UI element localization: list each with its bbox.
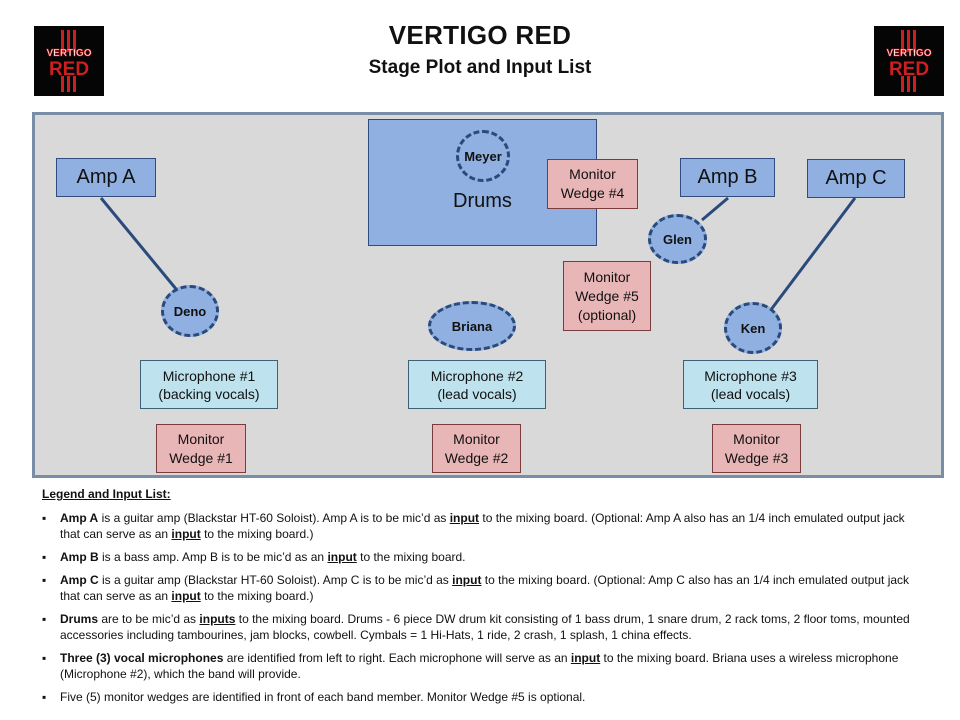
legend-text: to the mixing board. (Optional: Amp C al… [60, 573, 910, 603]
monitor-wedge-1: Monitor Wedge #1 [156, 424, 246, 473]
wedge-2-line1: Monitor [453, 430, 500, 447]
legend-item-vocal-mics: Three (3) vocal microphones are identifi… [42, 650, 922, 682]
ken-label: Ken [740, 320, 766, 336]
legend-text: to the mixing board. Briana uses a wirel… [60, 651, 899, 681]
microphone-3: Microphone #3 (lead vocals) [683, 360, 818, 409]
legend-input-list: Legend and Input List: Amp A is a guitar… [42, 486, 922, 712]
amp-c-label: Amp C [825, 167, 887, 189]
legend-term: Three (3) vocal microphones [60, 651, 224, 665]
legend-emphasis: input [570, 651, 601, 665]
band-logo-right: VERTIGO RED [874, 26, 944, 96]
wedge-5-line1: Monitor [583, 268, 631, 285]
cable-lines [99, 196, 857, 312]
legend-term: Amp A [60, 511, 99, 525]
glen-label: Glen [663, 231, 692, 247]
amp-a-label: Amp A [76, 166, 136, 188]
legend-emphasis: input [171, 589, 201, 603]
legend-text: Five (5) monitor wedges are identified i… [60, 690, 586, 704]
mic-2-line1: Microphone #2 [430, 367, 524, 384]
wedge-2-line2: Wedge #2 [444, 449, 509, 466]
line-amp-a-to-deno [99, 197, 183, 296]
legend-text: is a guitar amp (Blackstar HT-60 Soloist… [98, 511, 450, 525]
page-title: VERTIGO RED [388, 20, 572, 50]
amp-b-label: Amp B [697, 166, 758, 188]
logo-word-vertigo: VERTIGO [46, 48, 91, 59]
mic-3-line1: Microphone #3 [704, 367, 797, 384]
wedge-3-line2: Wedge #3 [724, 449, 789, 466]
legend-item-amp-a: Amp A is a guitar amp (Blackstar HT-60 S… [42, 510, 922, 542]
legend-text: is a guitar amp (Blackstar HT-60 Soloist… [98, 573, 453, 587]
legend-text: is a bass amp. Amp B is to be mic’d as a… [98, 550, 328, 564]
legend-item-monitor-wedges: Five (5) monitor wedges are identified i… [42, 689, 922, 705]
mic-1-line2: (backing vocals) [158, 385, 260, 402]
legend-text: to the mixing board.) [200, 527, 314, 541]
band-member-deno: Deno [161, 285, 219, 337]
microphone-2: Microphone #2 (lead vocals) [408, 360, 546, 409]
band-member-ken: Ken [724, 302, 782, 354]
drums-label: Drums [453, 190, 512, 212]
legend-text: to the mixing board. (Optional: Amp A al… [60, 511, 905, 541]
legend-emphasis: input [327, 550, 357, 564]
line-amp-b-to-glen [701, 196, 729, 222]
band-logo-left: VERTIGO RED [34, 26, 104, 96]
amp-a: Amp A [56, 158, 156, 197]
deno-label: Deno [173, 303, 207, 319]
legend-text: are to be mic’d as [98, 612, 200, 626]
mic-1-line1: Microphone #1 [162, 367, 256, 384]
monitor-wedge-3: Monitor Wedge #3 [712, 424, 801, 473]
legend-emphasis: input [171, 527, 201, 541]
amp-b: Amp B [680, 158, 775, 197]
wedge-5-line2: Wedge #5 [575, 287, 639, 304]
amp-c: Amp C [807, 159, 905, 198]
microphone-1: Microphone #1 (backing vocals) [140, 360, 278, 409]
band-member-briana: Briana [428, 301, 516, 351]
legend-text: to the mixing board. [356, 550, 466, 564]
legend-term: Amp C [60, 573, 99, 587]
wedge-3-line1: Monitor [733, 430, 780, 447]
mic-3-line2: (lead vocals) [710, 385, 791, 402]
line-amp-c-to-ken [768, 197, 857, 312]
legend-term: Drums [60, 612, 99, 626]
legend-emphasis: inputs [199, 612, 236, 626]
briana-label: Briana [451, 318, 493, 334]
stage-plot: Amp A Amp B Amp C Drums Monitor Wedge #4… [32, 112, 944, 478]
logo-word-red: RED [49, 59, 89, 80]
mic-2-line2: (lead vocals) [437, 385, 517, 402]
legend-text: to the mixing board.) [200, 589, 314, 603]
page-subtitle: Stage Plot and Input List [368, 57, 592, 78]
legend-item-amp-c: Amp C is a guitar amp (Blackstar HT-60 S… [42, 572, 922, 604]
monitor-wedge-5: Monitor Wedge #5 (optional) [563, 261, 651, 331]
band-member-meyer: Meyer [456, 130, 510, 182]
legend-emphasis: input [449, 511, 480, 525]
meyer-label: Meyer [464, 148, 502, 164]
wedge-5-line3: (optional) [577, 306, 637, 323]
legend-emphasis: input [452, 573, 482, 587]
monitor-wedge-4: Monitor Wedge #4 [547, 159, 638, 209]
wedge-1-line1: Monitor [177, 430, 225, 447]
legend-item-amp-b: Amp B is a bass amp. Amp B is to be mic’… [42, 549, 922, 565]
legend-text: to the mixing board. Drums - 6 piece DW … [60, 612, 910, 642]
wedge-1-line2: Wedge #1 [169, 449, 233, 466]
legend-item-drums: Drums are to be mic’d as inputs to the m… [42, 611, 922, 643]
legend-items: Amp A is a guitar amp (Blackstar HT-60 S… [42, 510, 922, 705]
logo-word-red: RED [889, 59, 929, 80]
monitor-wedge-2: Monitor Wedge #2 [432, 424, 521, 473]
legend-title: Legend and Input List: [42, 487, 171, 501]
band-member-glen: Glen [648, 214, 707, 264]
legend-term: Amp B [60, 550, 99, 564]
wedge-4-line2: Wedge #4 [560, 185, 625, 201]
logo-word-vertigo: VERTIGO [886, 48, 931, 59]
legend-text: are identified from left to right. Each … [223, 651, 571, 665]
wedge-4-line1: Monitor [569, 166, 616, 182]
